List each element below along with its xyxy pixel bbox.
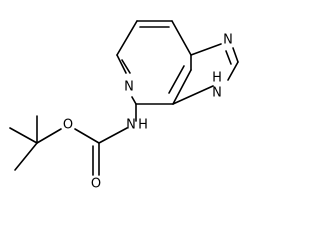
atom-n3-label: N: [212, 86, 222, 101]
bond-n1-c2: [232, 47, 239, 63]
bond-group: [9, 20, 239, 176]
bond-nh-cco: [98, 127, 128, 144]
atom-labels: N N H N N H O O: [63, 33, 233, 192]
bond-n1-c2-double: [225, 50, 232, 65]
bond-c2-n3: [227, 61, 239, 81]
atom-nh-n-label: N: [126, 118, 136, 133]
atom-nh-h-label: H: [138, 118, 148, 133]
bond-c8-n5: [116, 54, 127, 74]
bond-c6-c7a: [171, 20, 192, 56]
bond-c7-c8: [116, 20, 138, 56]
bond-c3a-c7a: [172, 69, 192, 105]
bond-oester-cq: [36, 128, 62, 144]
bond-n5-c4: [131, 96, 137, 105]
bond-cq-me2: [9, 127, 38, 144]
atom-n3-h-label: H: [212, 71, 222, 86]
bond-cq-me3: [14, 142, 38, 171]
atom-n5-label: N: [124, 80, 134, 95]
atom-n1-label: N: [223, 33, 233, 48]
bond-n3-c3a: [172, 85, 214, 105]
bond-c3a-c7a-double: [168, 65, 185, 94]
atom-o-carbonyl-label: O: [91, 177, 101, 192]
molecule-structure: N N H N N H O O: [9, 20, 239, 192]
bond-cco-oester: [74, 128, 100, 144]
bond-c7a-n1: [190, 43, 222, 56]
atom-o-ester-label: O: [63, 118, 73, 133]
bond-n5-c4-double: [121, 59, 131, 74]
